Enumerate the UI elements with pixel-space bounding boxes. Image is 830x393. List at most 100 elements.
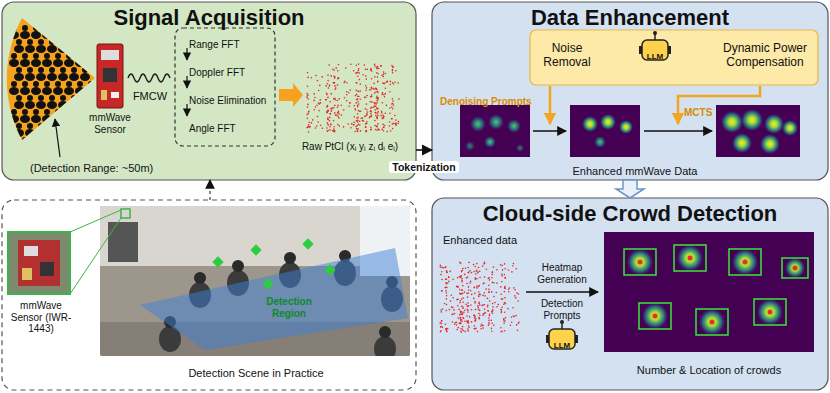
point bbox=[370, 111, 372, 113]
person-head bbox=[38, 67, 44, 73]
point bbox=[491, 291, 493, 293]
detection-point bbox=[710, 320, 715, 325]
point bbox=[467, 305, 469, 307]
point bbox=[460, 317, 462, 319]
point bbox=[502, 269, 504, 271]
point bbox=[381, 111, 383, 113]
person-head bbox=[38, 39, 44, 45]
heatmap-denoised bbox=[570, 105, 640, 157]
person-head bbox=[27, 123, 33, 129]
llm-icon-part bbox=[560, 320, 564, 324]
point bbox=[391, 118, 393, 120]
person-head bbox=[11, 53, 17, 59]
point bbox=[496, 292, 498, 294]
point bbox=[392, 100, 394, 102]
person-body bbox=[75, 59, 85, 67]
person-body bbox=[31, 87, 41, 95]
point bbox=[440, 331, 442, 333]
point bbox=[459, 276, 461, 278]
sensor-inset-part bbox=[8, 232, 70, 294]
point bbox=[474, 328, 476, 330]
person-head bbox=[49, 39, 55, 45]
connector-arrow bbox=[209, 180, 210, 200]
point bbox=[462, 301, 464, 303]
person-body bbox=[374, 336, 396, 356]
point bbox=[386, 81, 388, 83]
point bbox=[383, 126, 385, 128]
point bbox=[353, 121, 355, 123]
result-label-holder: Number & Location of crowds bbox=[604, 360, 814, 378]
point bbox=[503, 318, 505, 320]
point bbox=[354, 108, 356, 110]
sensor-inset-part bbox=[18, 240, 60, 286]
blob bbox=[785, 258, 805, 278]
detection-box bbox=[696, 309, 728, 335]
prompt-label: Detection Prompts bbox=[522, 298, 602, 321]
person-head bbox=[44, 53, 50, 59]
point bbox=[375, 88, 377, 90]
data-label: Enhanced mmWave Data bbox=[573, 165, 698, 178]
point bbox=[307, 72, 309, 74]
point bbox=[450, 300, 452, 302]
point bbox=[395, 119, 397, 121]
person-body bbox=[75, 115, 85, 123]
point bbox=[474, 320, 476, 322]
point bbox=[334, 105, 336, 107]
person-head bbox=[44, 109, 50, 115]
point bbox=[464, 331, 466, 333]
point bbox=[474, 302, 476, 304]
point bbox=[457, 286, 459, 288]
heatmap-raw bbox=[460, 105, 530, 157]
person-body bbox=[14, 45, 24, 53]
point bbox=[452, 307, 454, 309]
heatmap-denoised-part bbox=[619, 120, 633, 134]
person-body bbox=[86, 143, 96, 151]
point bbox=[334, 112, 336, 114]
point bbox=[394, 81, 396, 83]
point bbox=[488, 317, 490, 319]
point bbox=[459, 292, 461, 294]
point bbox=[452, 314, 454, 316]
point bbox=[492, 306, 494, 308]
point bbox=[377, 76, 379, 78]
point bbox=[445, 282, 447, 284]
point bbox=[318, 90, 320, 92]
point bbox=[468, 272, 470, 274]
point bbox=[457, 277, 459, 279]
point bbox=[462, 292, 464, 294]
heatmap-raw-part bbox=[488, 114, 504, 130]
point bbox=[377, 115, 379, 117]
point bbox=[479, 315, 481, 317]
point bbox=[353, 70, 355, 72]
point bbox=[370, 96, 372, 98]
point bbox=[501, 331, 503, 333]
point bbox=[465, 304, 467, 306]
point bbox=[382, 102, 384, 104]
point bbox=[370, 129, 372, 131]
point bbox=[337, 84, 339, 86]
part-label: mmWave Sensor (IWR-1443) bbox=[4, 300, 78, 335]
point bbox=[306, 127, 308, 129]
person-head bbox=[66, 53, 72, 59]
heatmap-compensated bbox=[716, 105, 800, 157]
point bbox=[337, 70, 339, 72]
point bbox=[466, 315, 468, 317]
point bbox=[369, 101, 371, 103]
point bbox=[351, 123, 353, 125]
sensor-inset-part bbox=[24, 246, 38, 256]
point bbox=[358, 103, 360, 105]
point bbox=[467, 328, 469, 330]
person-body bbox=[42, 59, 52, 67]
point bbox=[384, 125, 386, 127]
point bbox=[445, 290, 447, 292]
point bbox=[453, 309, 455, 311]
person-body bbox=[69, 45, 79, 53]
point bbox=[371, 94, 373, 96]
point bbox=[349, 89, 351, 91]
point bbox=[449, 271, 451, 273]
point bbox=[357, 98, 359, 100]
person-body bbox=[20, 87, 30, 95]
crowd-fan bbox=[7, 18, 96, 151]
point bbox=[357, 96, 359, 98]
point bbox=[464, 320, 466, 322]
